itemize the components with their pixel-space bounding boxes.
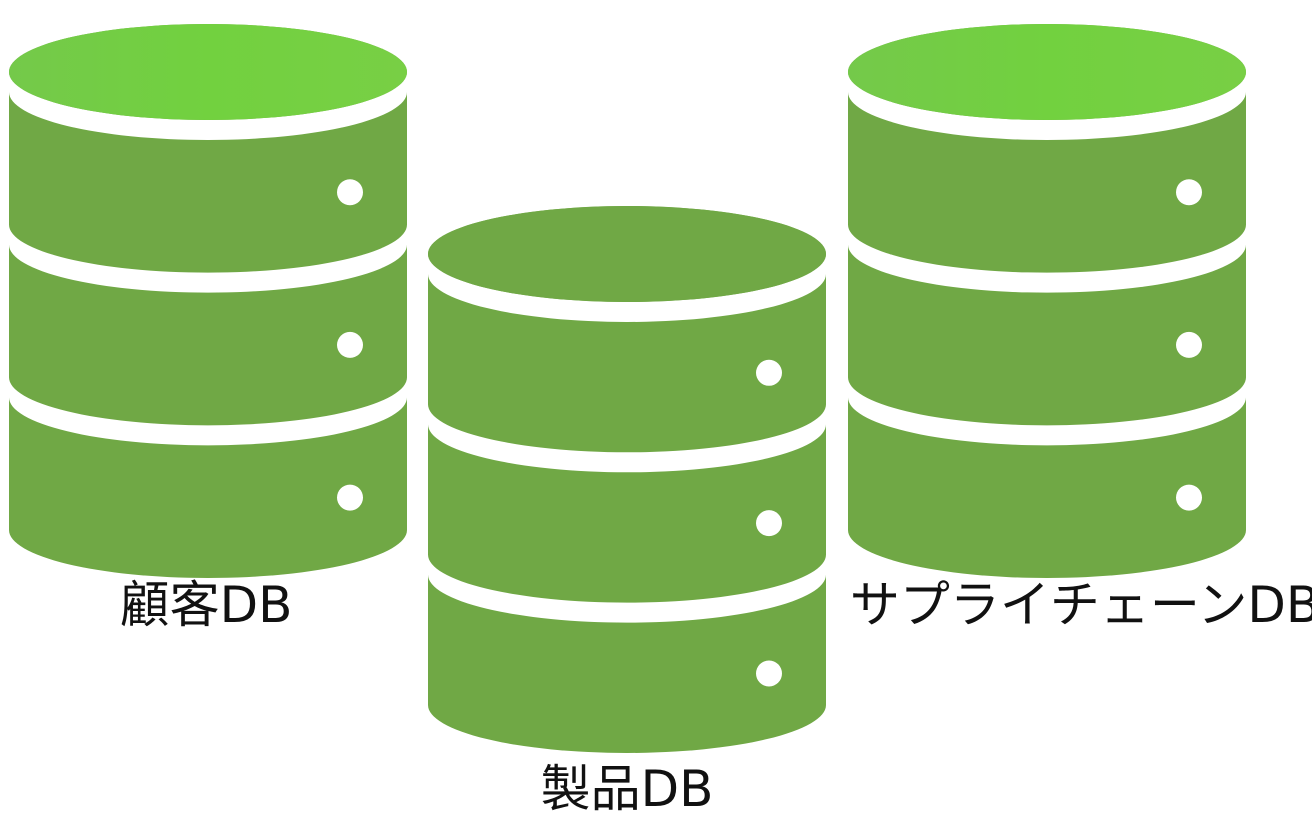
- db-body: [848, 24, 1246, 578]
- disk-separator: [9, 377, 407, 446]
- supply-chain-db: サプライチェーンDB: [848, 24, 1312, 634]
- database-icon: [848, 24, 1246, 578]
- disk-separator: [848, 377, 1246, 446]
- db-top-cap: [428, 206, 826, 302]
- disk-separator: [428, 254, 826, 322]
- disk-separator: [9, 224, 407, 293]
- disk-separator: [428, 404, 826, 473]
- database-icon: [9, 24, 407, 578]
- disk-separator: [428, 554, 826, 623]
- db-body: [9, 24, 407, 578]
- db-label-product: 製品DB: [541, 760, 714, 816]
- db-label-customer: 顧客DB: [120, 576, 293, 634]
- disk-separator: [848, 224, 1246, 293]
- db-body: [428, 206, 826, 753]
- customer-db: 顧客DB: [9, 24, 407, 634]
- db-top-cap: [848, 24, 1246, 120]
- db-label-supply-chain: サプライチェーンDB: [850, 576, 1312, 634]
- disk-separator: [9, 72, 407, 140]
- disk-indicator: [756, 359, 782, 386]
- disk-indicator: [1176, 331, 1202, 358]
- product-db: 製品DB: [428, 206, 826, 816]
- disk-indicator: [337, 484, 363, 511]
- disk-indicator: [337, 179, 363, 206]
- db-top-cap: [9, 24, 407, 120]
- disk-indicator: [1176, 484, 1202, 511]
- disk-indicator: [756, 660, 782, 687]
- disk-separator: [848, 72, 1246, 140]
- disk-indicator: [756, 510, 782, 537]
- database-icon: [428, 206, 826, 753]
- disk-indicator: [337, 331, 363, 358]
- disk-indicator: [1176, 179, 1202, 206]
